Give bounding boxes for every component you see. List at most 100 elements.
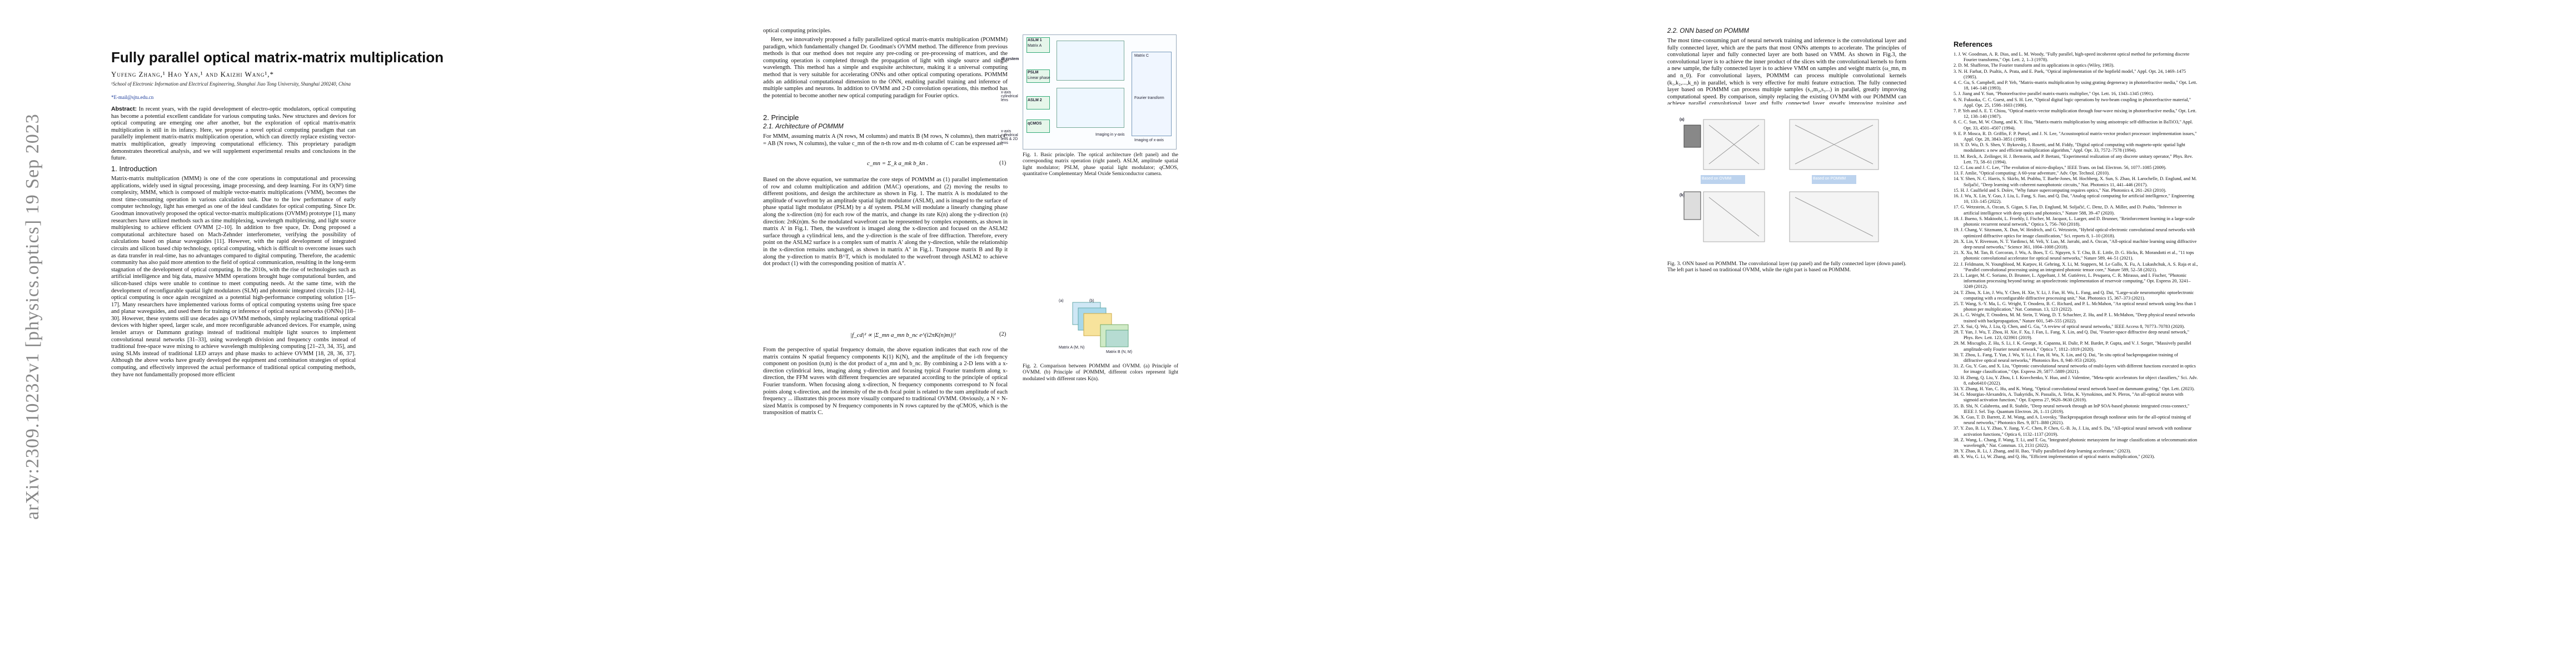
paper-affiliation: ¹School of Electronic Information and El… — [111, 81, 351, 87]
references-heading: References — [1954, 40, 1993, 48]
fig2-grid-b — [1100, 324, 1129, 347]
fig3-fc-left — [1683, 191, 1765, 242]
fig1-label-pslm: PSLM — [1028, 71, 1039, 74]
fig1-qcmos-block — [1027, 120, 1050, 133]
arch-text-2: Based on the above equation, we summariz… — [763, 177, 1008, 267]
fig2-label-matrix-b: Matrix B (N, M) — [1106, 350, 1133, 354]
fig1-label-imaging-x: Imaging of x-axis — [1134, 138, 1164, 142]
reference-item: 17. G. Wetzstein, A. Ozcan, S. Gigan, S.… — [1954, 205, 2182, 216]
fig2-label-matrix-a: Matrix A (M, N) — [1059, 346, 1085, 350]
reference-item: 39. Y. Zhao, R. Li, J. Zhang, and H. Bao… — [1954, 449, 2131, 454]
figure-3-caption: Fig. 3. ONN based on POMMM. The convolut… — [1667, 261, 1906, 273]
reference-item: 3. N. H. Farhat, D. Psaltis, A. Prata, a… — [1954, 68, 2186, 79]
reference-item: 37. Y. Zuo, B. Li, Y. Zhao, Y. Jiang, Y.… — [1954, 426, 2192, 437]
fig1-matrix-grid — [1057, 41, 1124, 81]
reference-item: 26. L. G. Wright, T. Onodera, M. M. Stei… — [1954, 312, 2195, 323]
figure-2 — [1056, 297, 1139, 358]
reference-item: 21. X. Xu, M. Tan, B. Corcoran, J. Wu, A… — [1954, 250, 2194, 261]
abstract-block: Abstract: In recent years, with the rapi… — [111, 106, 356, 162]
reference-item: 18. J. Bueno, S. Maktoobi, L. Froehly, I… — [1954, 216, 2195, 227]
fig3-label-b: (b) — [1680, 193, 1685, 197]
reference-item: 35. B. Shi, N. Calabretta, and R. Stabil… — [1954, 403, 2190, 414]
reference-item: 11. M. Reck, A. Zeilinger, H. J. Bernste… — [1954, 153, 2193, 165]
fig1-matrix-grid-2 — [1057, 88, 1124, 128]
p2-col-top: optical computing principles. — [763, 28, 831, 34]
reference-item: 19. J. Chang, V. Sitzmann, X. Dun, W. He… — [1954, 227, 2195, 238]
figure-2-svg — [1072, 302, 1129, 347]
reference-item: 32. H. Zheng, Q. Liu, Y. Zhou, I. I. Kra… — [1954, 375, 2198, 386]
reference-item: 24. T. Zhou, X. Lin, J. Wu, Y. Chen, H. … — [1954, 290, 2194, 301]
reference-item: 6. N. Fukuoka, C. C. Guest, and S. H. Le… — [1954, 97, 2191, 108]
paper-title: Fully parallel optical matrix-matrix mul… — [111, 49, 444, 66]
fig3-label-ovmm: Based on OVMM — [1702, 177, 1732, 181]
reference-item: 16. J. Wu, X. Lin, Y. Guo, J. Liu, L. Fa… — [1954, 193, 2194, 205]
fig1-label-imaging-y: Imaging in y-axis — [1095, 133, 1125, 137]
reference-item: 22. J. Feldmann, N. Youngblood, M. Karpo… — [1954, 261, 2198, 272]
fig2-label-b: (b) — [1089, 299, 1094, 303]
reference-item: 27. X. Sui, Q. Wu, J. Liu, Q. Chen, and … — [1954, 323, 2185, 329]
reference-item: 29. M. Miscuglio, Z. Hu, S. Li, J. K. Ge… — [1954, 341, 2191, 352]
figure-2-caption: Fig. 2. Comparison between POMMM and OVM… — [1023, 364, 1178, 382]
reference-item: 12. C. Lou and J. C. Lee, "The evolution… — [1954, 165, 2166, 171]
intro-heading: 1. Introduction — [111, 165, 157, 173]
fig1-aslm2-block — [1027, 96, 1050, 109]
arxiv-stamp: arXiv:2309.10232v1 [physics.optics] 19 S… — [22, 113, 43, 520]
reference-item: 38. Z. Wang, L. Chang, F. Wang, T. Li, a… — [1954, 437, 2198, 449]
equation-1-number: (1) — [999, 160, 1007, 166]
figure-3-svg — [1678, 114, 1890, 258]
reference-item: 33. Y. Zhang, H. Yan, C. Hu, and K. Wang… — [1954, 386, 2195, 391]
reference-item: 23. L. Larger, M. C. Soriano, D. Brunner… — [1954, 272, 2191, 290]
fig1-label-4f: 4f system — [1001, 57, 1019, 61]
figure-1: ASLM 1 Matrix A 4f system PSLM Linear ph… — [1001, 34, 1177, 150]
figure-1-caption: Fig. 1. Basic principle. The optical arc… — [1023, 152, 1178, 177]
reference-item: 7. P. Yeh and A. E. T. Chiou, "Optical m… — [1954, 108, 2197, 120]
fig1-label-cyl-lens: x-axis cylindrical lens — [1001, 91, 1018, 102]
arch-heading: 2.1. Architecture of POMMM — [763, 123, 844, 130]
fig1-aslm1-block — [1027, 37, 1050, 53]
fig1-label-qcmos: qCMOS — [1028, 122, 1042, 126]
reference-item: 9. E. P. Mosca, R. D. Griffin, F. P. Pur… — [1954, 131, 2197, 142]
reference-item: 2. D. M. Shafferon, The Fourier transfor… — [1954, 63, 2115, 68]
page-2: optical computing principles. Here, we i… — [645, 0, 1289, 667]
reference-item: 13. F. Amlie, "Optical computing: A 60-y… — [1954, 171, 2110, 176]
reference-item: 28. T. Yan, J. Wu, T. Zhou, H. Xie, F. X… — [1954, 329, 2190, 341]
fig3-fc-right — [1789, 191, 1879, 242]
equation-2: |f_cd|² ∝ |Σ_mn a_mn b_nc e^(i2πK(n)m)|² — [850, 332, 956, 339]
paper-authors: Yufeng Zhang,¹ Hao Yan,¹ and Kaizhi Wang… — [111, 70, 274, 78]
page-4: References 1. J. W. Goodman, A. R. Dias,… — [1934, 0, 2576, 667]
reference-item: 25. T. Wang, S.-Y. Ma, L. G. Wright, T. … — [1954, 301, 2196, 312]
fig3-ovmm-tag-top — [1701, 175, 1745, 184]
arch-text: For MMM, assuming matrix A (N rows, M co… — [763, 133, 1008, 147]
reference-item: 15. H. J. Caulfield and S. Dolev, "Why f… — [1954, 187, 2166, 193]
fig3-pommm-tag-top — [1812, 175, 1856, 184]
principle-heading: 2. Principle — [763, 113, 799, 122]
reference-item: 4. C. Gu, S. Campbell, and P. Yeh, "Matr… — [1954, 80, 2198, 91]
fig1-label-aslm2: ASLM 2 — [1028, 98, 1042, 102]
references-list: 1. J. W. Goodman, A. R. Dias, and L. M. … — [1954, 52, 2198, 460]
onn-heading: 2.2. ONN based on POMMM — [1667, 28, 1749, 34]
fig1-label-cyl-2d: x-axis cylindrical lens & 2D lens — [1001, 130, 1018, 145]
reference-item: 31. Z. Gu, Y. Gao, and X. Liu, "Optronic… — [1954, 364, 2196, 375]
reference-item: 34. G. Mourgias-Alexandris, A. Tsakyridi… — [1954, 392, 2184, 403]
equation-2-number: (2) — [999, 331, 1007, 337]
reference-item: 40. X. Wu, G. Li, W. Zhang, and Q. Hu, "… — [1954, 454, 2155, 460]
page-3: 2.2. ONN based on POMMM The most time-co… — [1289, 0, 1934, 667]
reference-item: 10. Y. D. Wu, D. S. Shen, V. Bykovsky, J… — [1954, 142, 2185, 153]
figure-3 — [1678, 114, 1890, 258]
references-section: References 1. J. W. Goodman, A. R. Dias,… — [1954, 40, 2198, 460]
fig3-label-a: (a) — [1680, 118, 1685, 122]
abstract-label: Abstract: — [111, 106, 137, 112]
fig3-conv-left — [1683, 119, 1765, 170]
fig1-label-matrix-c: Matrix C — [1134, 54, 1149, 58]
fig3-conv-right — [1789, 119, 1879, 170]
paper-email[interactable]: *E-mail@sjtu.edu.cn — [111, 94, 154, 100]
fig1-label-matrix-a: Matrix A — [1028, 44, 1042, 48]
fig1-pslm-block — [1027, 69, 1050, 83]
abstract-text: In recent years, with the rapid developm… — [111, 106, 356, 162]
reference-item: 36. X. Guo, T. D. Barrett, Z. M. Wang, a… — [1954, 415, 2191, 426]
reference-item: 1. J. W. Goodman, A. R. Dias, and L. M. … — [1954, 52, 2190, 63]
page-1: arXiv:2309.10232v1 [physics.optics] 19 S… — [0, 0, 645, 667]
fig2-label-a: (a) — [1059, 299, 1064, 303]
fig1-label-fourier: Fourier transform — [1134, 96, 1164, 100]
reference-item: 5. J. Jiang and Y. Sun, "Photorefractive… — [1954, 91, 2154, 97]
